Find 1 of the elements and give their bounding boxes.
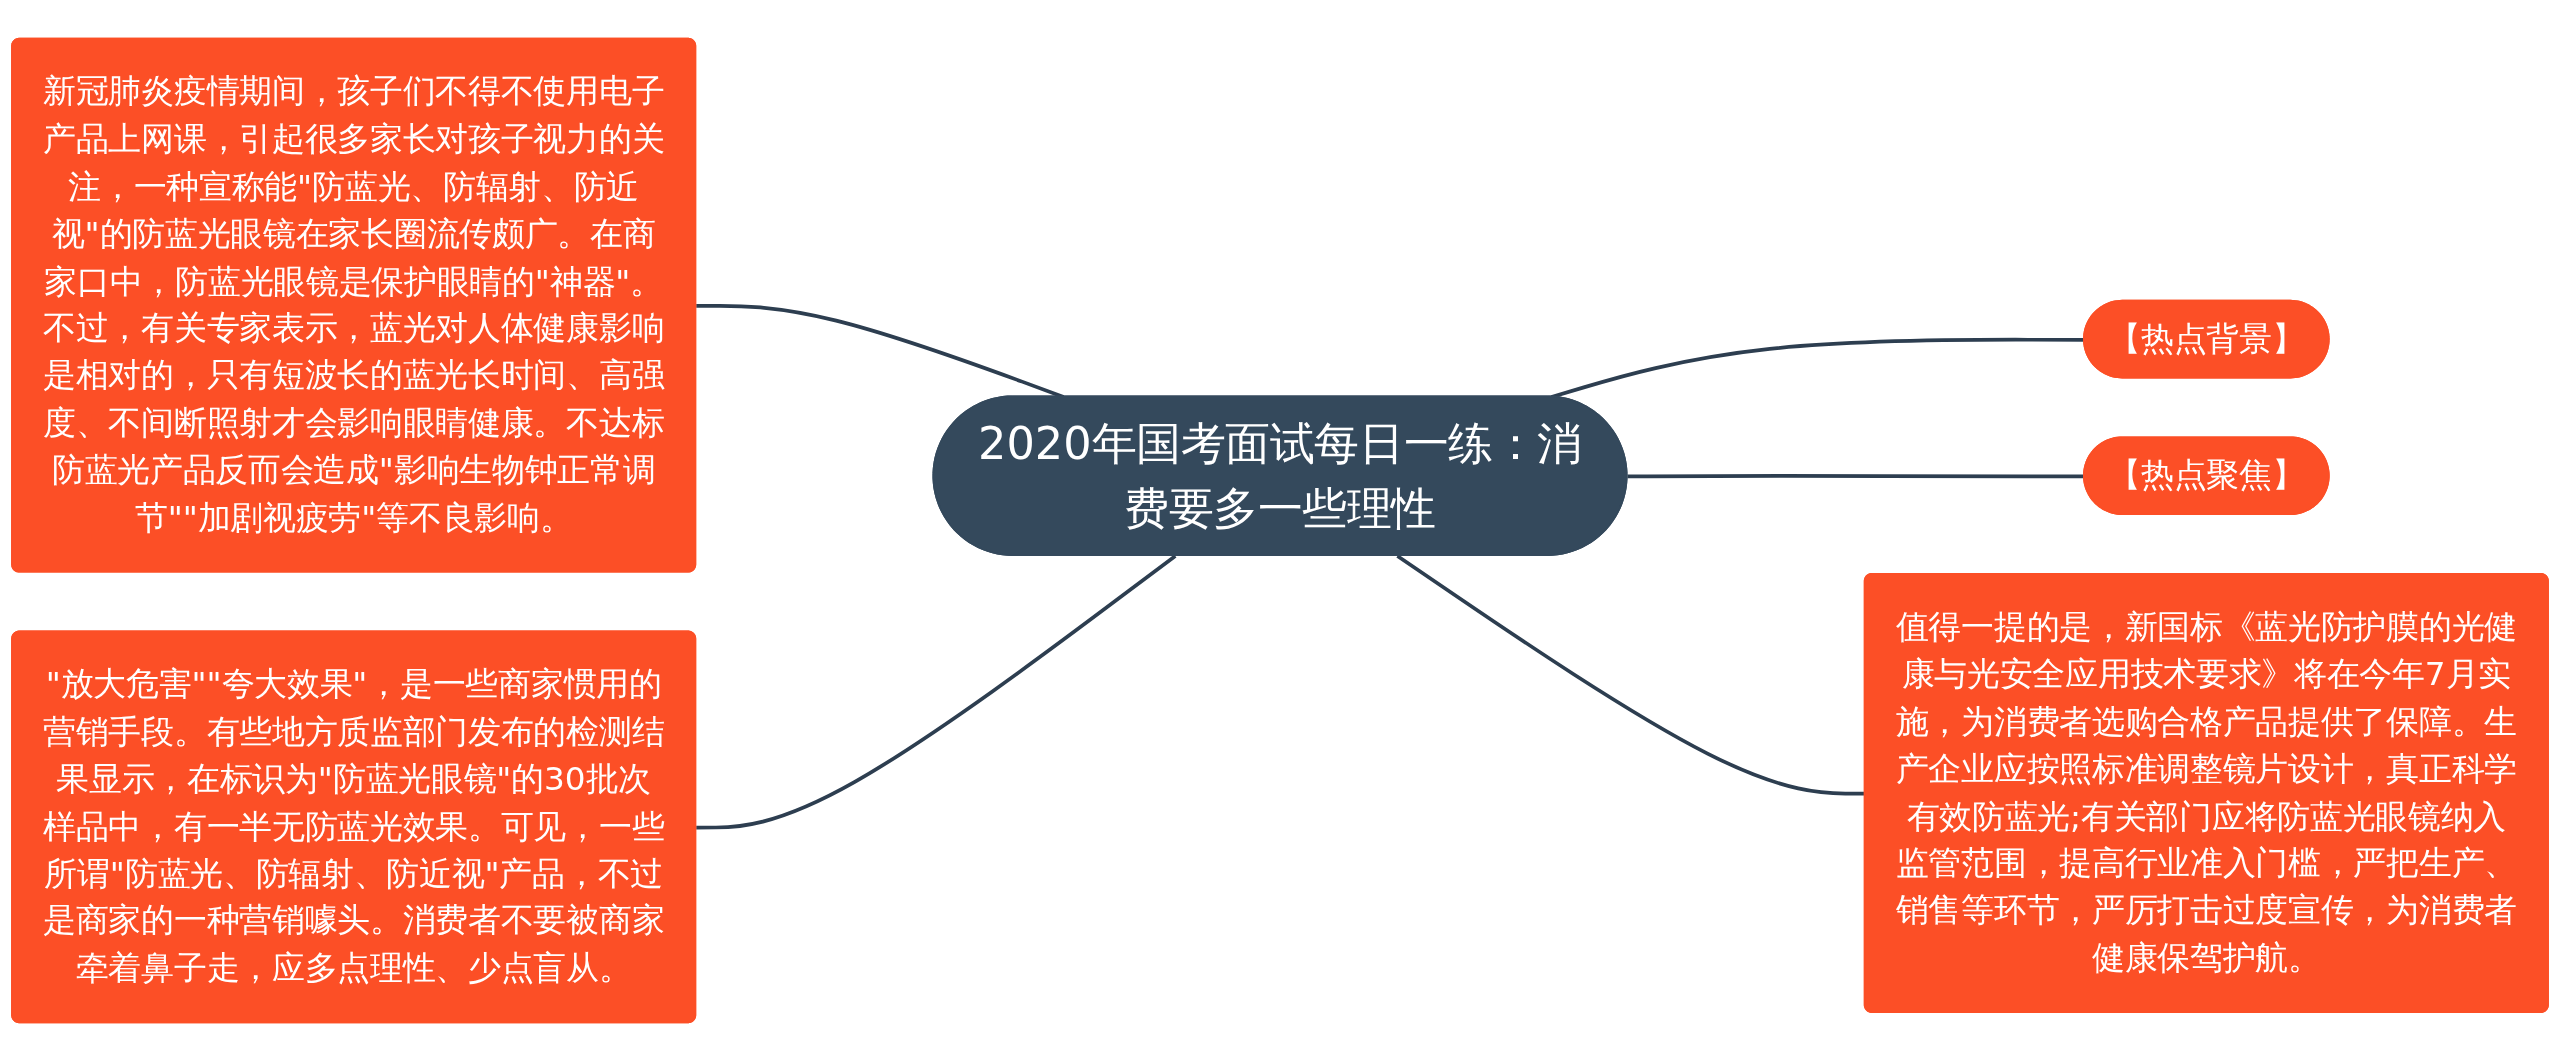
connector bbox=[696, 554, 1177, 830]
